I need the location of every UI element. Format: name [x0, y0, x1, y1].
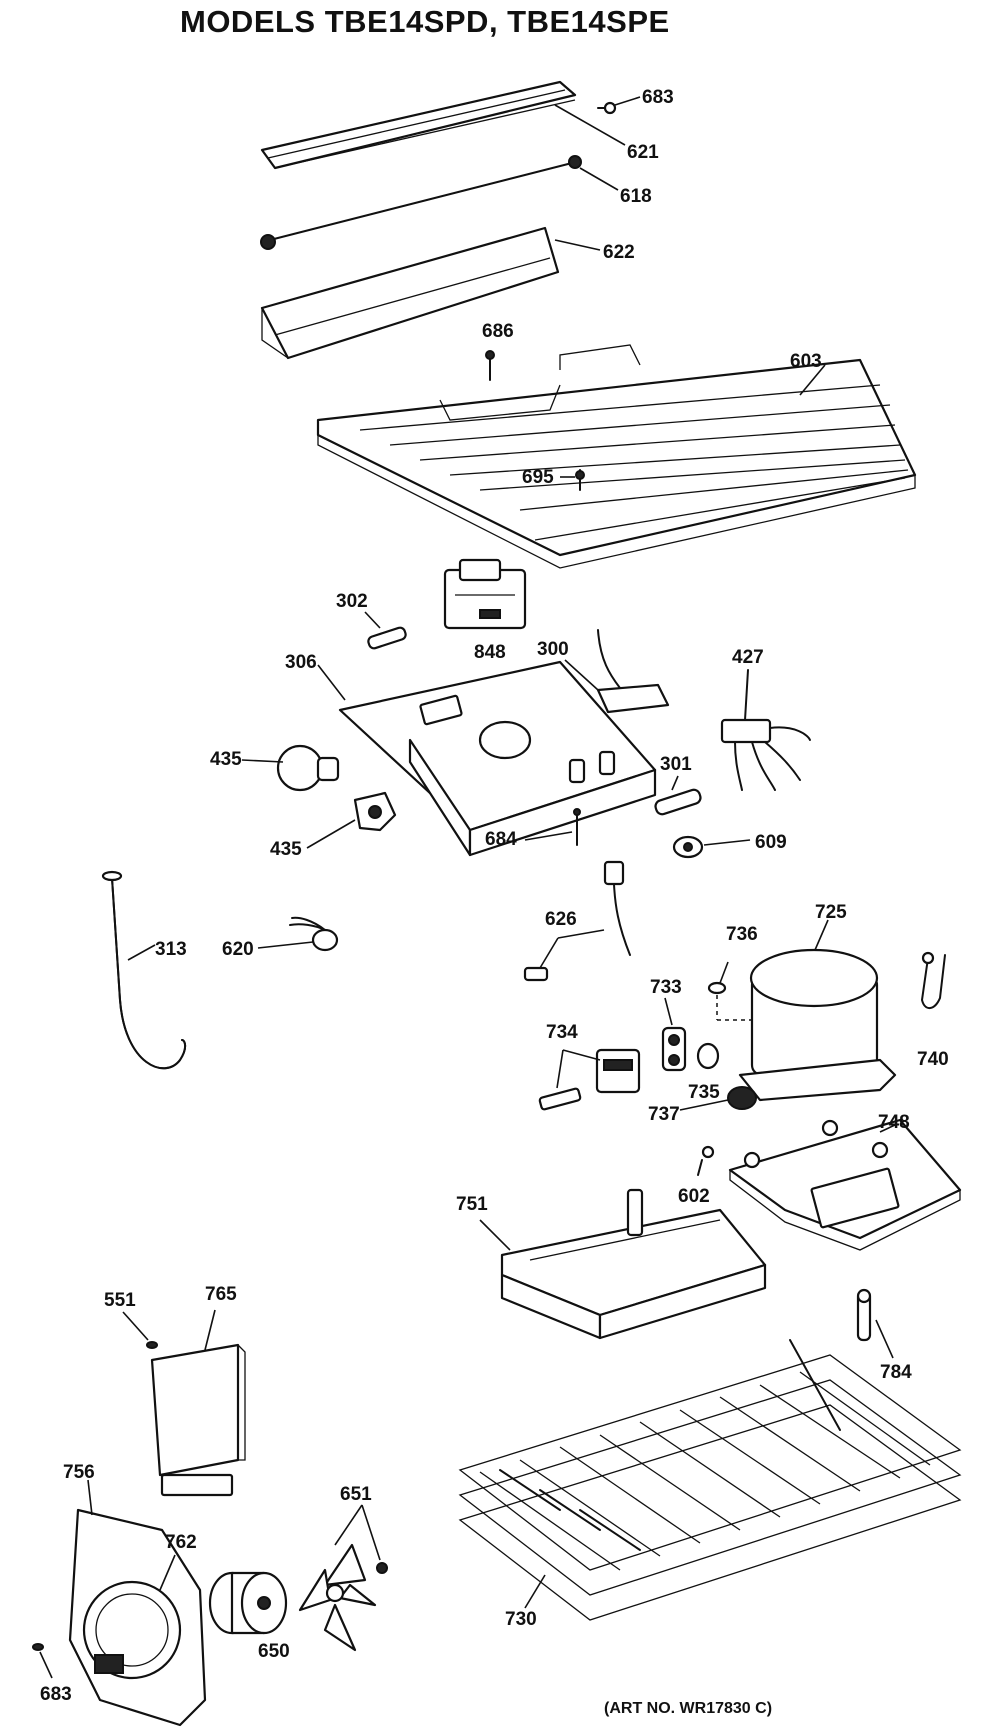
- callout-756: 756: [63, 1462, 95, 1483]
- part-725-compressor: [738, 948, 897, 1102]
- callout-848: 848: [474, 642, 506, 663]
- part-734-overload: [538, 1048, 641, 1111]
- part-650-fan-motor: [208, 1571, 288, 1635]
- part-686-screw: [485, 350, 495, 381]
- part-313-drain-tube: [101, 870, 187, 1070]
- callout-683-top: 683: [642, 87, 674, 108]
- part-683-screw-bottom: [32, 1643, 44, 1651]
- callout-301: 301: [660, 754, 692, 775]
- callout-740: 740: [917, 1049, 949, 1070]
- part-736-clip: [707, 981, 727, 995]
- part-306-control-housing: [338, 660, 657, 857]
- part-609-knob: [672, 835, 704, 859]
- callout-650: 650: [258, 1641, 290, 1662]
- part-651-fan-blade: [298, 1543, 388, 1652]
- part-737-grommet: [727, 1086, 757, 1110]
- part-784-clip: [856, 1288, 872, 1342]
- callout-620: 620: [222, 939, 254, 960]
- callout-762: 762: [165, 1532, 197, 1553]
- callout-435-socket: 435: [270, 839, 302, 860]
- callout-435-bulb: 435: [210, 749, 242, 770]
- part-301-shaft: [654, 788, 702, 816]
- callout-748: 748: [878, 1112, 910, 1133]
- callout-734: 734: [546, 1022, 578, 1043]
- part-733-relay: [661, 1026, 687, 1072]
- callout-695: 695: [522, 467, 554, 488]
- callout-300: 300: [537, 639, 569, 660]
- diagram-title: MODELS TBE14SPD, TBE14SPE: [180, 4, 670, 39]
- callout-302: 302: [336, 591, 368, 612]
- part-626-power-cord: [523, 860, 631, 982]
- callout-427: 427: [732, 647, 764, 668]
- part-551-screw: [146, 1341, 158, 1349]
- part-602-screw: [697, 1145, 715, 1176]
- part-302-switch: [367, 626, 407, 650]
- callout-784: 784: [880, 1362, 912, 1383]
- part-695-screw: [575, 469, 585, 491]
- callout-686: 686: [482, 321, 514, 342]
- callout-626: 626: [545, 909, 577, 930]
- part-427-harness: [720, 669, 811, 791]
- part-620-grommet: [289, 916, 339, 952]
- callout-751: 751: [456, 1194, 488, 1215]
- part-435-bulb-socket: [353, 791, 397, 832]
- callout-602: 602: [678, 1186, 710, 1207]
- part-683-screw-top: [597, 101, 617, 115]
- callout-765: 765: [205, 1284, 237, 1305]
- callout-737: 737: [648, 1104, 680, 1125]
- part-730-condenser: [458, 1339, 962, 1621]
- callout-725: 725: [815, 902, 847, 923]
- callout-306: 306: [285, 652, 317, 673]
- part-765-panel: [150, 1343, 246, 1497]
- callout-730: 730: [505, 1609, 537, 1630]
- callout-551: 551: [104, 1290, 136, 1311]
- part-621-light-shield: [260, 80, 577, 170]
- part-603-top-plate: [316, 344, 917, 569]
- callout-622: 622: [603, 242, 635, 263]
- part-300-socket: [596, 629, 670, 714]
- callout-313: 313: [155, 939, 187, 960]
- callout-618: 618: [620, 186, 652, 207]
- callout-609: 609: [755, 832, 787, 853]
- callout-733: 733: [650, 977, 682, 998]
- part-751-drain-pan: [500, 1188, 767, 1340]
- art-number: (ART NO. WR17830 C): [604, 1700, 773, 1717]
- part-748-base-plate: [728, 1118, 962, 1251]
- part-740-bracket: [920, 951, 946, 1009]
- callout-603: 603: [790, 351, 822, 372]
- callout-651: 651: [340, 1484, 372, 1505]
- callout-621: 621: [627, 142, 659, 163]
- part-735-cap: [696, 1042, 720, 1070]
- part-618-rod: [260, 155, 582, 250]
- callout-736: 736: [726, 924, 758, 945]
- callout-684: 684: [485, 829, 517, 850]
- part-435-bulb: [276, 744, 340, 792]
- part-622-cover: [260, 226, 560, 360]
- callout-683-bottom: 683: [40, 1684, 72, 1705]
- callout-735: 735: [688, 1082, 720, 1103]
- part-848-thermostat: [443, 558, 527, 630]
- part-684-screw: [573, 808, 581, 846]
